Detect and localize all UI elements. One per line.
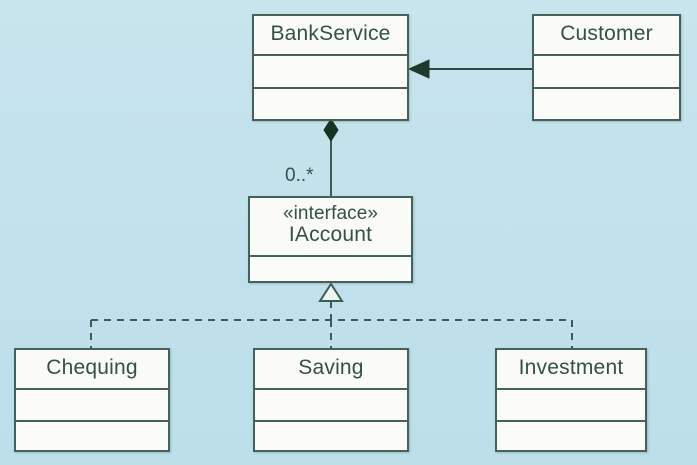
interface-name-compartment: «interface» IAccount bbox=[250, 198, 411, 255]
class-name-compartment: Customer bbox=[534, 16, 679, 54]
interface-operations-compartment bbox=[250, 255, 411, 281]
class-attributes-compartment bbox=[497, 388, 645, 420]
class-operations-compartment bbox=[534, 87, 679, 119]
class-attributes-compartment bbox=[534, 54, 679, 87]
filled-arrowhead-icon bbox=[407, 59, 430, 79]
class-attributes-compartment bbox=[255, 388, 407, 420]
class-name-label: Customer bbox=[560, 21, 653, 45]
filled-diamond-icon bbox=[323, 118, 339, 142]
class-name-label: Chequing bbox=[46, 355, 138, 379]
edge-bankservice-to-iaccount bbox=[323, 118, 339, 196]
multiplicity-label: 0..* bbox=[285, 165, 314, 186]
class-box-investment[interactable]: Investment bbox=[495, 348, 647, 452]
edge-realization-tree bbox=[90, 282, 573, 349]
class-operations-compartment bbox=[16, 420, 168, 450]
class-box-bankservice[interactable]: BankService bbox=[252, 14, 409, 121]
class-box-saving[interactable]: Saving bbox=[253, 348, 409, 452]
class-attributes-compartment bbox=[16, 388, 168, 420]
class-name-label: BankService bbox=[270, 21, 391, 45]
class-box-iaccount[interactable]: «interface» IAccount bbox=[248, 196, 413, 283]
class-name-label: Saving bbox=[298, 355, 364, 379]
class-operations-compartment bbox=[255, 420, 407, 450]
class-name-label: Investment bbox=[518, 355, 624, 379]
class-name-compartment: Chequing bbox=[16, 350, 168, 388]
class-name-label: IAccount bbox=[288, 223, 373, 247]
class-name-compartment: Investment bbox=[497, 350, 645, 388]
edge-customer-to-bankservice bbox=[407, 59, 532, 79]
class-name-compartment: BankService bbox=[254, 16, 407, 54]
stereotype-label: «interface» bbox=[282, 202, 379, 224]
class-box-chequing[interactable]: Chequing bbox=[14, 348, 170, 452]
class-operations-compartment bbox=[497, 420, 645, 450]
class-attributes-compartment bbox=[254, 54, 407, 87]
class-operations-compartment bbox=[254, 87, 407, 119]
class-box-customer[interactable]: Customer bbox=[532, 14, 681, 121]
hollow-triangle-icon bbox=[318, 282, 344, 302]
class-name-compartment: Saving bbox=[255, 350, 407, 388]
